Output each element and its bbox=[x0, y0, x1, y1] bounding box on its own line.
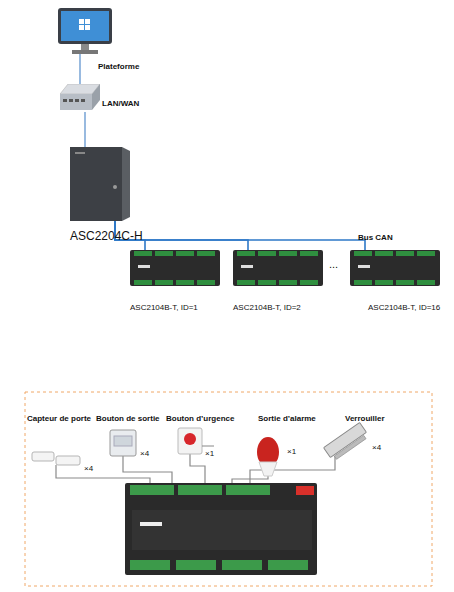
label-wrap: ×4 bbox=[372, 436, 381, 454]
device-label: LAN/WAN bbox=[102, 99, 139, 108]
diagram-label: ×1 bbox=[287, 447, 296, 456]
diagram-label: ×4 bbox=[140, 449, 149, 458]
label-wrap: Verrouiller bbox=[345, 407, 385, 425]
label-wrap: ×1 bbox=[287, 440, 296, 458]
diagram-label: Sortie d’alarme bbox=[258, 414, 316, 423]
label-wrap: ×4 bbox=[84, 457, 93, 475]
dashed-frame bbox=[25, 392, 432, 586]
device-node: ASC2204C-H bbox=[70, 147, 130, 221]
module-board-icon bbox=[350, 250, 440, 286]
diagram-label: ... bbox=[329, 258, 338, 270]
diagram-label: Bouton de sortie bbox=[96, 414, 160, 423]
device-label-wrap: ASC2104B-T, ID=16 bbox=[368, 296, 440, 314]
device-label-wrap: ASC2104B-T, ID=2 bbox=[233, 296, 301, 314]
diagram-label: Verrouiller bbox=[345, 414, 385, 423]
device-label: ASC2104B-T, ID=1 bbox=[130, 303, 198, 312]
diagram-label: Bus CAN bbox=[358, 233, 393, 242]
device-label: ASC2204C-H bbox=[70, 229, 143, 243]
device-node: ASC2104B-T, ID=2 bbox=[233, 250, 323, 286]
device-label-wrap: Plateforme bbox=[98, 55, 139, 73]
device-label-wrap: LAN/WAN bbox=[102, 92, 139, 110]
diagram-label: ×1 bbox=[205, 449, 214, 458]
diagram-label: ×4 bbox=[84, 464, 93, 473]
label-wrap: ×4 bbox=[140, 442, 149, 460]
exit-button-icon bbox=[110, 430, 136, 456]
device-label: ASC2104B-T, ID=2 bbox=[233, 303, 301, 312]
label-wrap: Bouton de sortie bbox=[96, 407, 160, 425]
door-sensor-icon bbox=[32, 452, 80, 465]
label-wrap: Sortie d’alarme bbox=[258, 407, 316, 425]
diagram-label: Capteur de porte bbox=[27, 414, 91, 423]
label-wrap: Bus CAN bbox=[358, 226, 393, 244]
switch-icon bbox=[60, 84, 100, 112]
device-label-wrap: ASC2204C-H bbox=[70, 226, 143, 244]
device-label-wrap: ASC2104B-T, ID=1 bbox=[130, 296, 198, 314]
label-wrap: ... bbox=[329, 254, 338, 272]
can-bus-line bbox=[115, 221, 365, 250]
monitor-icon bbox=[58, 8, 112, 54]
device-node: LAN/WAN bbox=[60, 84, 100, 112]
device-node: Plateforme bbox=[58, 8, 112, 54]
wires bbox=[56, 454, 335, 483]
device-label: ASC2104B-T, ID=16 bbox=[368, 303, 440, 312]
magnetic-lock-icon bbox=[324, 422, 370, 461]
controller-board bbox=[125, 483, 317, 575]
label-wrap: ×1 bbox=[205, 442, 214, 460]
module-board-icon bbox=[233, 250, 323, 286]
network-link bbox=[84, 112, 86, 147]
module-board-icon bbox=[130, 250, 220, 286]
label-wrap: Bouton d’urgence bbox=[166, 407, 234, 425]
device-node: ASC2104B-T, ID=16 bbox=[350, 250, 440, 286]
controller-cabinet-icon bbox=[70, 147, 130, 221]
diagram-label: ×4 bbox=[372, 443, 381, 452]
diagram-label: Bouton d’urgence bbox=[166, 414, 234, 423]
device-label: Plateforme bbox=[98, 62, 139, 71]
network-link bbox=[79, 54, 81, 84]
alarm-siren-icon bbox=[257, 437, 279, 476]
device-node: ASC2104B-T, ID=1 bbox=[130, 250, 220, 286]
label-wrap: Capteur de porte bbox=[27, 407, 91, 425]
